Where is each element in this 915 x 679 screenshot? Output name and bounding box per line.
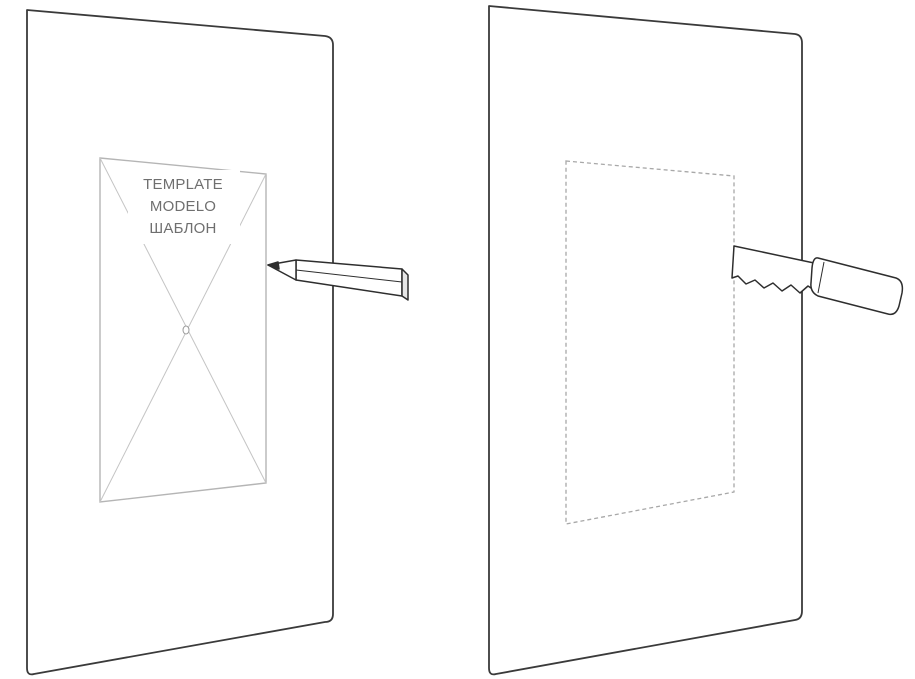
template-label-ru: ШАБЛОН — [149, 220, 216, 237]
wall-panel-right — [488, 5, 803, 676]
pencil-icon — [267, 259, 409, 301]
saw-handle — [810, 257, 904, 316]
pencil-facet-line — [295, 269, 403, 283]
saw-handle-ridge — [817, 261, 825, 294]
template-sheet: TEMPLATE MODELO ШАБЛОН — [99, 157, 267, 503]
pencil-lead — [267, 261, 280, 270]
template-center-mark — [182, 325, 190, 335]
template-text-mask — [128, 170, 240, 244]
template-label-en: TEMPLATE — [143, 176, 223, 193]
pencil-end-cap — [401, 268, 409, 301]
dashed-cut-outline — [565, 160, 735, 525]
saw-icon — [731, 245, 904, 316]
template-diagonal-a — [99, 157, 267, 484]
step-2-panel-group — [488, 5, 904, 676]
template-label-es: MODELO — [150, 198, 216, 215]
step-1-panel-group: TEMPLATE MODELO ШАБЛОН — [26, 9, 409, 676]
